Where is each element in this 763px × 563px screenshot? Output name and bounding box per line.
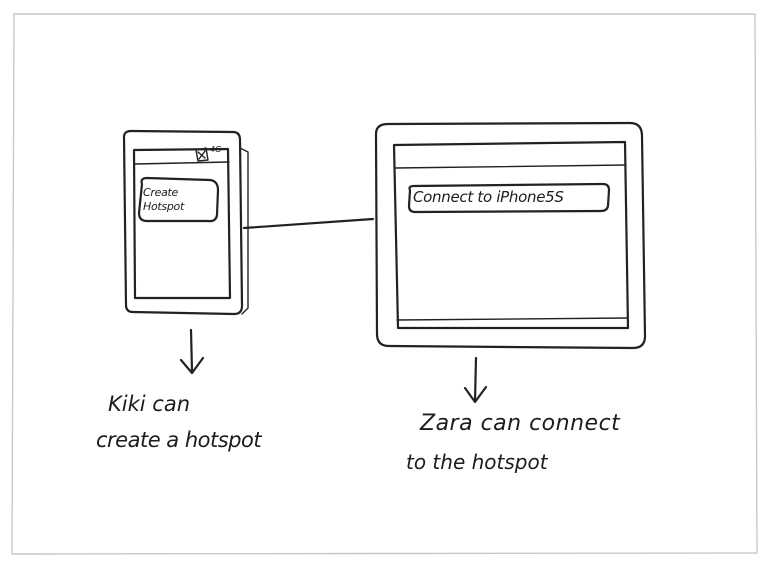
create-hotspot-label: Create Hotspot (143, 186, 184, 213)
connection-line (244, 219, 373, 228)
tablet-screen-footer-line (397, 318, 627, 320)
connect-label: Connect to iPhone5S (413, 188, 564, 206)
phone-outline (124, 131, 242, 314)
tablet-screen (394, 142, 628, 328)
phone-caption-line2: create a hotspot (96, 430, 261, 451)
phone-screen (134, 149, 230, 298)
phone-caption-line1: Kiki can (108, 394, 190, 415)
tablet-outline (376, 123, 645, 348)
tablet-screen-header-line (395, 165, 626, 168)
phone-status-text: 4G (210, 146, 221, 154)
phone-screen-header-line (135, 162, 229, 164)
tablet-caption-line1: Zara can connect (420, 413, 620, 435)
create-hotspot-button[interactable]: Create Hotspot (143, 186, 215, 214)
connect-to-iphone-button[interactable]: Connect to iPhone5S (413, 190, 564, 205)
tablet-arrow-icon (465, 358, 486, 402)
tablet-caption-line2: to the hotspot (406, 452, 548, 472)
phone-arrow-icon (181, 330, 203, 373)
